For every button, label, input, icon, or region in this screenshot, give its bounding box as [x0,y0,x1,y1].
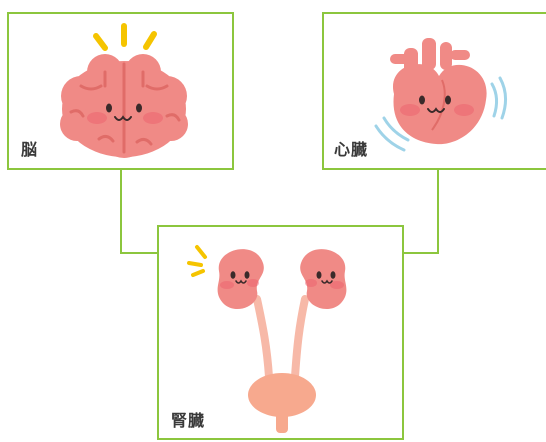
heart-to-kidney-connector [404,170,438,253]
brain-label: 脳 [21,136,38,160]
brain-panel: 脳 [7,12,234,170]
heart-label: 心臓 [334,136,368,160]
heart-body [393,64,487,144]
bladder [248,373,316,433]
ureters [257,299,305,377]
kidney-panel: 腎臓 [157,225,404,440]
kidney-label: 腎臓 [171,407,205,431]
sparkle-icon [96,26,154,48]
brain-body [60,54,188,158]
sparkle-icon [189,247,205,275]
brain-to-kidney-connector [121,170,157,253]
heart-panel: 心臓 [322,12,546,170]
brain-illustration [9,14,236,172]
